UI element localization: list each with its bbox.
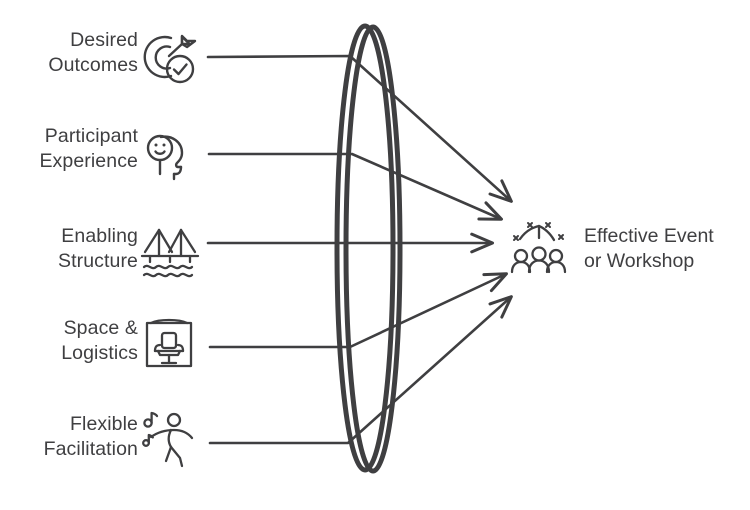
connector-flexible-facilitation	[208, 295, 513, 445]
chair-room-icon	[138, 313, 200, 375]
input-label-enabling-structure: Enabling Structure	[57, 225, 138, 272]
celebration-people-icon	[508, 216, 570, 278]
input-label-flexible-facilitation: Flexible Facilitation	[43, 413, 138, 460]
head-smiley-icon	[138, 124, 200, 186]
connector-desired-outcomes	[206, 54, 513, 203]
lens-ellipse-front	[343, 24, 403, 474]
dancing-person-music-icon	[138, 408, 200, 470]
connector-lines	[206, 54, 513, 445]
connector-space-logistics	[208, 272, 508, 349]
target-check-icon	[138, 28, 200, 90]
bridge-water-icon	[138, 222, 200, 284]
connector-participant-experience	[207, 152, 503, 221]
output-label-effective-event: Effective Event or Workshop	[584, 225, 714, 272]
lens-ellipse-back	[334, 23, 396, 473]
input-label-participant-experience: Participant Experience	[39, 125, 138, 172]
input-label-desired-outcomes: Desired Outcomes	[48, 29, 138, 76]
input-label-space-logistics: Space & Logistics	[61, 317, 138, 364]
central-lens-shape	[334, 23, 403, 474]
